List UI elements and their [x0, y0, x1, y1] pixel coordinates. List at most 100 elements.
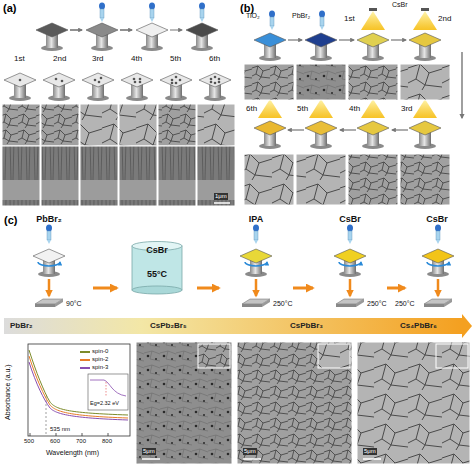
- figure-label: 5th: [297, 104, 308, 113]
- process-stage: CsBr55°C: [118, 232, 196, 296]
- process-stage-art: [242, 299, 270, 307]
- sem-image-row: [197, 146, 235, 206]
- figure-label: Cs₄PbBr₆: [400, 321, 437, 330]
- process-stage-art: [49, 279, 438, 296]
- spin-coater-sequence: [100, 77, 103, 80]
- process-stage-art: [132, 286, 182, 294]
- figure-label: PbBr₂: [292, 12, 310, 20]
- spin-coater-sequence: [199, 3, 205, 23]
- spin-coater-sequence: [70, 29, 82, 30]
- spin-coater-sequence: [61, 80, 64, 83]
- spin-coater-sequence: [357, 121, 389, 149]
- sem-image-row: [158, 104, 196, 146]
- sem-image-row: [41, 146, 79, 206]
- process-stage-art: [48, 279, 51, 296]
- process-stage-art: [38, 262, 60, 266]
- spin-coater-sequence: [210, 78, 213, 81]
- process-stage-art: [437, 279, 440, 296]
- spin-coater-sequence: [175, 82, 178, 85]
- spin-coater-sequence: [4, 73, 36, 101]
- sem-image-row: [2, 104, 235, 206]
- process-stage: CsBr: [314, 214, 386, 296]
- sem-image-row: [318, 344, 350, 368]
- spin-coater-sequence: [392, 129, 408, 130]
- sem-image-row: [80, 104, 118, 146]
- scale-bar-label: 1μm: [214, 193, 228, 200]
- plot-label: Absorbance (a.u.): [4, 364, 12, 420]
- figure-label: 2nd: [53, 54, 66, 63]
- spin-coater-sequence: [319, 11, 325, 31]
- figure-label: 4th: [131, 54, 142, 63]
- plot-label: Wavelength (nm): [46, 449, 99, 457]
- spin-coater-sequence: [120, 29, 132, 30]
- figure-label: CsPb₂Br₅: [150, 321, 187, 330]
- sem-image-row: [198, 344, 230, 368]
- spin-coater-sequence: [461, 52, 462, 118]
- process-stage-art: [349, 279, 352, 296]
- spin-coater-sequence: [121, 73, 153, 101]
- spin-coater-sequence: [409, 121, 441, 149]
- process-stage-art: [424, 299, 452, 307]
- absorbance-plot: [106, 382, 107, 396]
- spin-coater-sequence: [98, 81, 101, 84]
- sem-image-row: [80, 146, 118, 206]
- spin-coater-sequence: [409, 33, 441, 61]
- spin-coater-sequence: [55, 78, 58, 81]
- process-arrow: [293, 287, 313, 290]
- process-stage-art: [4, 318, 462, 334]
- spin-coater-sequence: [288, 129, 304, 130]
- spin-coater-sequence: [269, 11, 275, 31]
- plot-label: 535 nm: [50, 426, 70, 433]
- scale-bar-label: 5μm: [243, 448, 257, 455]
- spin-coater-sequence: [160, 73, 192, 101]
- process-stage: IPA: [220, 214, 292, 296]
- process-stage-art: [4, 225, 472, 339]
- sem-image-row: [119, 104, 157, 146]
- sem-image-row: [237, 342, 352, 464]
- process-stage-art: [347, 225, 353, 245]
- spin-coater-sequence: [391, 39, 406, 40]
- sem-image-row: [158, 146, 196, 206]
- figure-label: 90°C: [66, 300, 82, 308]
- spin-coater-sequence: [133, 78, 136, 81]
- spin-coater-sequence: [340, 129, 356, 130]
- scale-bar-label: 5μm: [142, 448, 156, 455]
- spin-coater-sequence: [94, 79, 97, 82]
- sem-image-row: [348, 154, 398, 205]
- legend-swatch: [80, 351, 90, 353]
- spin-coater-sequence: [357, 33, 389, 61]
- sem-image-row: [436, 344, 468, 368]
- sem-image-row: [296, 154, 346, 205]
- spin-coater-sequence: [139, 81, 142, 84]
- process-stage: CsBr: [406, 214, 468, 296]
- spin-coater-sequence: [149, 3, 155, 23]
- process-stage-art: [255, 279, 258, 296]
- figure-label: CsPbBr₃: [290, 321, 323, 330]
- process-stage-art: [339, 262, 361, 266]
- stage-label-text: PbBr₂: [36, 214, 62, 224]
- spin-coater-sequence: [288, 39, 302, 40]
- stage-label-text: IPA: [249, 214, 263, 224]
- figure-label: CsBr: [392, 1, 408, 9]
- absorbance-plot: [29, 356, 128, 418]
- spin-coater-sequence: [218, 78, 221, 81]
- process-stage-art: [334, 249, 366, 277]
- stage-label-text: CsBr: [426, 214, 448, 224]
- stage-label: PbBr₂: [6, 214, 92, 224]
- stage-label: CsBr: [118, 245, 196, 255]
- scale-bar-label: 5μm: [363, 448, 377, 455]
- sem-image-row: [41, 104, 79, 146]
- spin-coater-sequence: [305, 121, 337, 149]
- process-stage-art: [46, 225, 52, 245]
- process-stage-art: [132, 246, 182, 290]
- figure-label: 2nd: [438, 14, 451, 23]
- legend-text: spin-0: [92, 348, 108, 355]
- process-stage-art: [435, 225, 441, 245]
- spin-coater-sequence: [36, 23, 68, 51]
- spin-coater-sequence: [171, 79, 174, 82]
- spin-coater-sequence: [361, 8, 385, 30]
- stage-label-text: CsBr: [339, 214, 361, 224]
